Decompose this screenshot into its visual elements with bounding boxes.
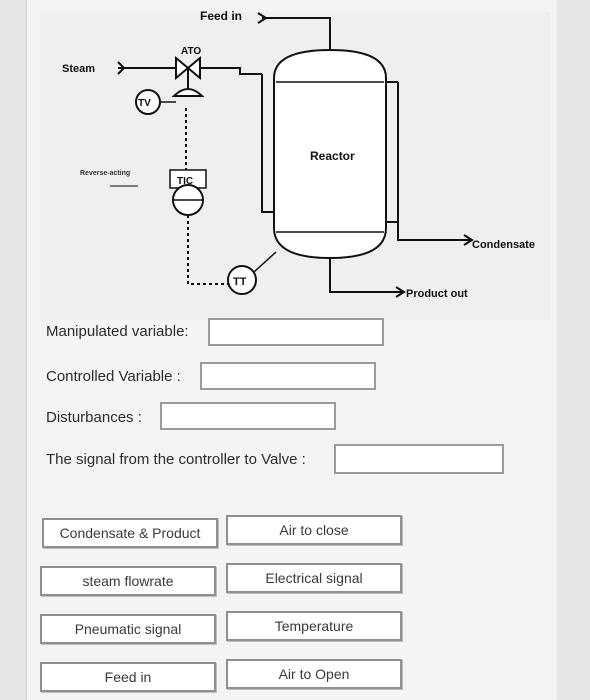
feed-line [257, 12, 331, 50]
valve-tag: ATO [181, 46, 201, 57]
choice-pneumatic-signal[interactable]: Pneumatic signal [40, 614, 216, 644]
controller-signal-dropzone[interactable] [334, 444, 504, 474]
tt-label: TT [233, 276, 247, 288]
feed-in-label: Feed in [200, 9, 242, 23]
choice-label: Condensate & Product [59, 525, 201, 541]
product-out-line [329, 258, 406, 298]
choice-electrical-signal[interactable]: Electrical signal [226, 563, 402, 593]
reverse-acting-label: Reverse-acting [80, 170, 130, 177]
tic-instrument [169, 169, 207, 216]
disturbances-dropzone[interactable] [160, 402, 336, 430]
tic-label: TIC [177, 176, 193, 187]
process-diagram: Feed in Steam ATO TV TIC Reverse-acting … [40, 9, 550, 320]
steam-label: Steam [62, 63, 95, 75]
choice-label: Temperature [274, 618, 354, 634]
choice-condensate-product[interactable]: Condensate & Product [42, 518, 218, 548]
steam-line [117, 61, 262, 75]
tv-label: TV [138, 98, 151, 109]
choice-air-to-open[interactable]: Air to Open [226, 659, 402, 689]
choice-label: steam flowrate [82, 573, 174, 589]
disturbances-label: Disturbances : [46, 409, 142, 426]
manipulated-variable-dropzone[interactable] [208, 318, 384, 346]
choice-label: Electrical signal [265, 570, 363, 586]
manipulated-variable-label: Manipulated variable: [46, 323, 189, 340]
condensate-label: Condensate [472, 239, 535, 251]
choice-label: Air to Open [278, 666, 350, 682]
choice-label: Air to close [279, 522, 349, 538]
condensate-line [397, 222, 474, 246]
controlled-variable-label: Controlled Variable : [46, 368, 181, 385]
reactor-vessel [261, 48, 399, 260]
choice-steam-flowrate[interactable]: steam flowrate [40, 566, 216, 596]
choice-label: Feed in [104, 669, 152, 685]
control-valve-icon [171, 55, 205, 97]
choice-temperature[interactable]: Temperature [226, 611, 402, 641]
controlled-variable-dropzone[interactable] [200, 362, 376, 390]
choice-label: Pneumatic signal [74, 621, 182, 637]
tv-bubble [135, 89, 176, 115]
product-out-label: Product out [406, 288, 468, 300]
choice-feed-in[interactable]: Feed in [40, 662, 216, 692]
tt-bubble [227, 251, 277, 295]
choice-air-to-close[interactable]: Air to close [226, 515, 402, 545]
reactor-label: Reactor [310, 149, 355, 163]
signal-tic-tt [187, 215, 228, 285]
controller-signal-label: The signal from the controller to Valve … [46, 451, 306, 468]
